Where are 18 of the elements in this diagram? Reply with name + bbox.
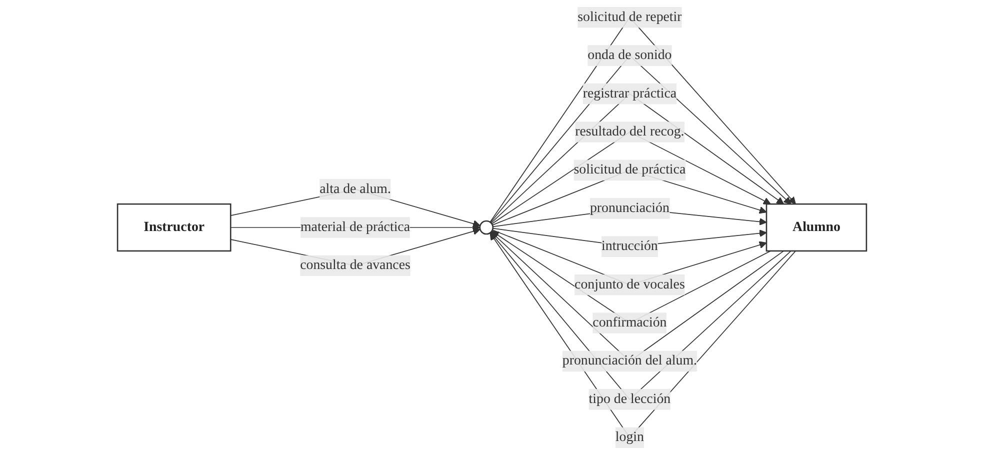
edge-label: solicitud de repetir — [578, 10, 682, 24]
edge-label: intrucción — [602, 238, 658, 254]
edge-label: conjunto de vocales — [574, 276, 685, 292]
edge-label: pronunciación del alum. — [562, 353, 698, 368]
edge-label: pronunciación — [590, 200, 670, 216]
node-box: Alumno — [766, 203, 868, 252]
edge-label: consulta de avances — [300, 258, 410, 273]
edge-label: resultado del recog. — [575, 124, 684, 139]
edge-label: registrar práctica — [582, 86, 677, 101]
edge-label: tipo de lección — [588, 392, 671, 406]
edge-label: onda de sonido — [588, 48, 672, 63]
node-box: Instructor — [116, 203, 232, 252]
edge-label: solicitud de práctica — [574, 162, 686, 178]
edge-label: alta de alum. — [320, 181, 391, 196]
edge-label: confirmación — [592, 315, 667, 330]
node-circle — [479, 220, 494, 235]
edge-label: material de práctica — [300, 220, 410, 234]
edge-label: login — [615, 430, 644, 445]
